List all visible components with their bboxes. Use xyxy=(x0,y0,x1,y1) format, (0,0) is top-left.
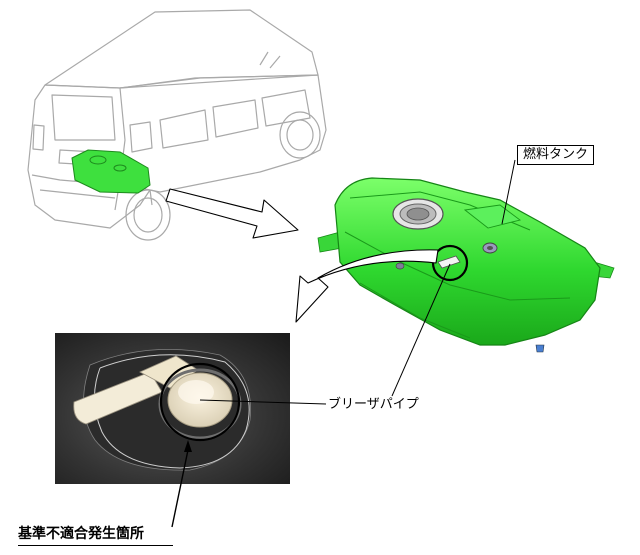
nonconformity-location-label: 基準不適合発生箇所 xyxy=(18,526,144,542)
leader-nonconformity xyxy=(171,449,189,528)
leader-fuel-tank xyxy=(501,159,516,225)
leader-breather-tank xyxy=(391,263,451,397)
leader-breather-photo xyxy=(199,399,327,405)
fuel-tank-label: 燃料タンク xyxy=(517,145,595,165)
leader-nonconformity-arrowhead xyxy=(184,440,192,452)
curved-pointer-arrow xyxy=(295,249,439,323)
breather-pipe-label: ブリーザパイプ xyxy=(328,397,419,412)
nonconformity-underline xyxy=(18,545,173,546)
vehicle-outline xyxy=(27,9,327,241)
breather-pipe-circle-photo xyxy=(159,362,241,442)
pointer-arrow xyxy=(165,188,299,239)
tank-in-vehicle-highlight xyxy=(71,149,151,194)
detail-photo xyxy=(55,333,290,484)
